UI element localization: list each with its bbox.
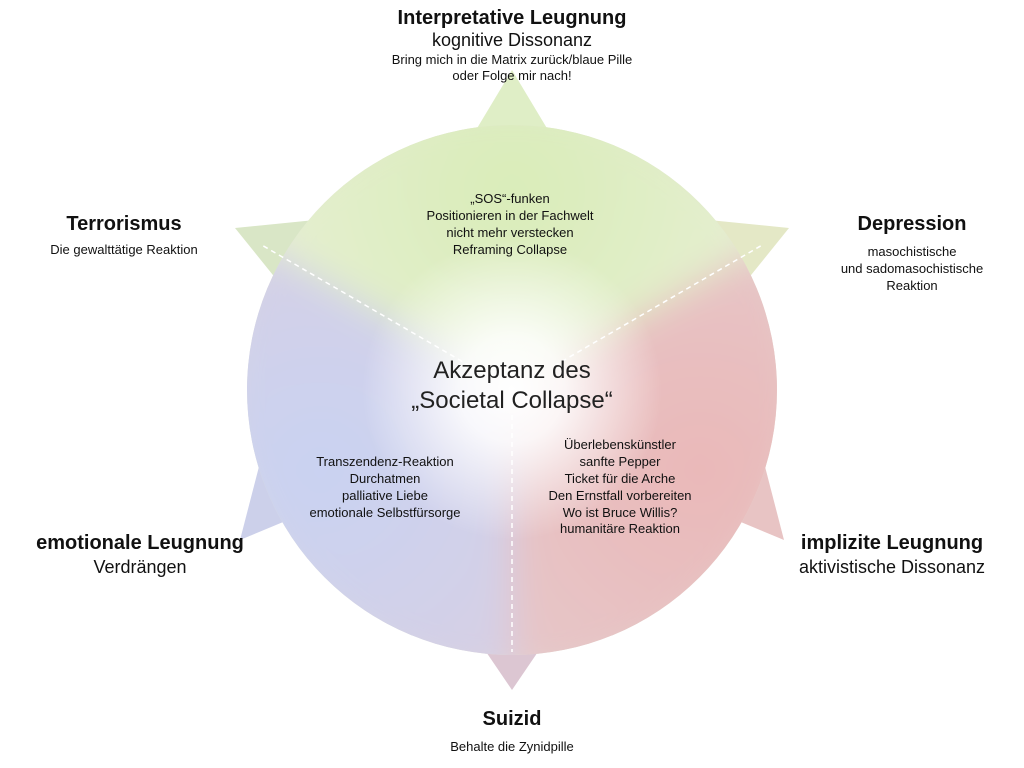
point-top-right <box>709 220 789 290</box>
sector-right-line: sanfte Pepper <box>579 453 661 469</box>
point-top-left <box>235 220 315 290</box>
sector-top-text: „SOS“-funken Positionieren in der Fachwe… <box>400 191 620 259</box>
outer-top-subtitle: kognitive Dissonanz <box>431 30 593 50</box>
outer-top-note: Bring mich in die Matrix zurück/blaue Pi… <box>391 51 633 67</box>
outer-bottom-left-title: emotionale Leugnung <box>36 532 244 554</box>
outer-bottom-left-subtitle: Verdrängen <box>93 557 187 577</box>
outer-top-right-note: Reaktion <box>886 277 938 293</box>
center-title: Akzeptanz des „Societal Collapse“ <box>372 356 652 416</box>
divider-right <box>553 243 765 367</box>
outer-top-right-title: Depression <box>857 213 967 235</box>
sector-left-line: palliative Liebe <box>341 487 428 503</box>
outer-bottom-title: Suizid <box>482 708 542 730</box>
outer-bottom-note: Behalte die Zynidpille <box>450 739 574 754</box>
sector-right-line: Wo ist Bruce Willis? <box>562 504 678 520</box>
outer-top-title: Interpretative Leugnung <box>397 7 627 29</box>
sector-left-line: emotionale Selbstfürsorge <box>309 504 461 520</box>
sector-left-line: Durchatmen <box>349 470 421 486</box>
point-top <box>470 70 554 140</box>
outer-bottom: Suizid Behalte die Zynidpille <box>412 707 612 756</box>
sector-right-line: Ticket für die Arche <box>564 470 676 486</box>
center-line-1: Akzeptanz des <box>433 357 591 384</box>
sector-top-line: nicht mehr verstecken <box>446 224 574 240</box>
divider-left <box>259 243 471 367</box>
outer-bottom-right-subtitle: aktivistische Dissonanz <box>798 557 986 577</box>
outer-top-left-title: Terrorismus <box>66 213 182 235</box>
outer-top-note: oder Folge mir nach! <box>452 68 572 84</box>
sector-right-text: Überlebenskünstler sanfte Pepper Ticket … <box>520 437 720 538</box>
outer-top: Interpretative Leugnung kognitive Disson… <box>312 6 712 85</box>
sector-top-line: „SOS“-funken <box>470 191 550 206</box>
center-line-2: „Societal Collapse“ <box>411 387 613 414</box>
sector-top-line: Reframing Collapse <box>452 241 568 257</box>
sector-top-line: Positionieren in der Fachwelt <box>426 207 594 223</box>
outer-top-right: Depression masochistische und sadomasoch… <box>812 212 1012 295</box>
outer-bottom-left: emotionale Leugnung Verdrängen <box>10 531 270 579</box>
sector-right-line: Den Ernstfall vorbereiten <box>548 487 692 503</box>
outer-top-left: Terrorismus Die gewalttätige Reaktion <box>24 212 224 259</box>
sector-right-line: Überlebenskünstler <box>563 437 676 452</box>
outer-bottom-right: implizite Leugnung aktivistische Dissona… <box>772 531 1012 579</box>
sector-left-line: Transzendenz-Reaktion <box>316 454 454 469</box>
sector-left-text: Transzendenz-Reaktion Durchatmen palliat… <box>285 454 485 522</box>
sector-right-line: humanitäre Reaktion <box>560 521 680 537</box>
outer-top-left-note: Die gewalttätige Reaktion <box>50 242 198 257</box>
outer-top-right-note: und sadomasochistische <box>840 260 984 276</box>
outer-bottom-right-title: implizite Leugnung <box>800 532 984 554</box>
outer-top-right-note: masochistische <box>867 244 957 259</box>
